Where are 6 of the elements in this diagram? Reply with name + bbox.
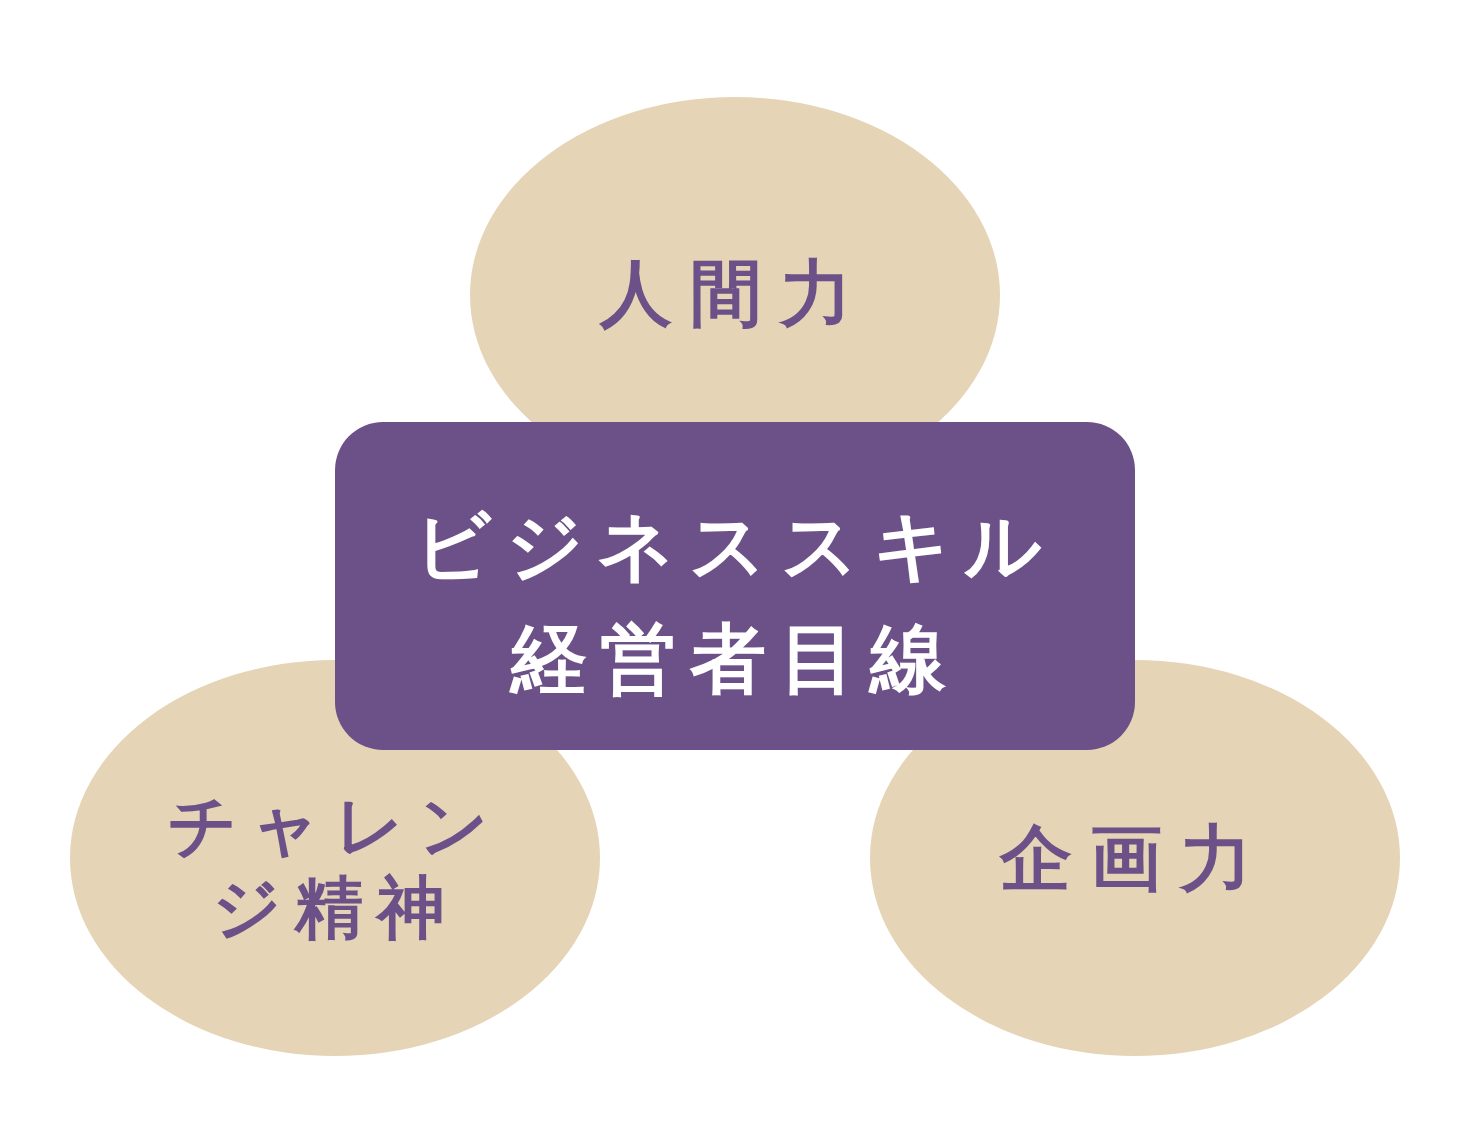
- label-text: 経営者目線: [508, 613, 961, 705]
- label-text: チャレンジ精神: [166, 785, 504, 949]
- label-text: 企画力: [998, 815, 1271, 902]
- rounded-box: [335, 422, 1135, 750]
- label-text: ビジネススキル: [413, 500, 1057, 592]
- label-text: 人間力: [598, 250, 871, 337]
